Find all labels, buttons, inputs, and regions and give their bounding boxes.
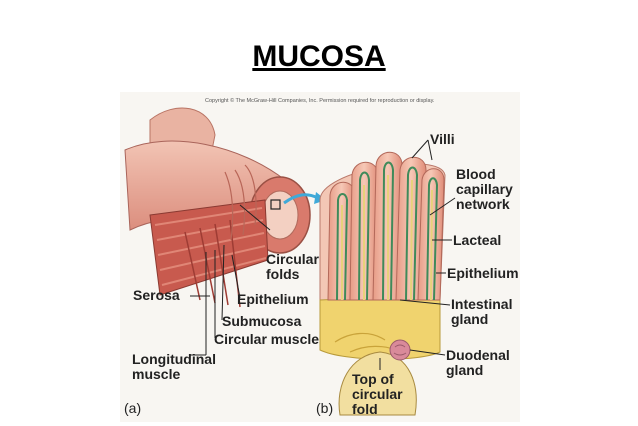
label-blood-capillary-network: Blood capillary network bbox=[456, 166, 513, 212]
label-serosa: Serosa bbox=[133, 287, 180, 303]
label-epithelium-a: Epithelium bbox=[237, 291, 309, 307]
villi-illustration bbox=[319, 151, 446, 416]
label-villi: Villi bbox=[430, 131, 455, 147]
panel-a-letter: (a) bbox=[124, 400, 142, 416]
label-submucosa: Submucosa bbox=[222, 313, 302, 329]
villus-shape bbox=[327, 181, 356, 301]
label-longitudinal-muscle: Longitudinal muscle bbox=[132, 351, 216, 382]
copyright-notice: Copyright © The McGraw-Hill Companies, I… bbox=[205, 98, 435, 104]
villus-shape bbox=[372, 151, 403, 301]
leader-lines bbox=[190, 139, 456, 370]
label-intestinal-gland: Intestinal gland bbox=[451, 296, 513, 327]
label-duodenal-gland: Duodenal gland bbox=[446, 347, 510, 378]
page-title: MUCOSA bbox=[252, 40, 386, 73]
label-circular-folds: Circular folds bbox=[266, 251, 319, 282]
panel-b-letter: (b) bbox=[316, 400, 334, 416]
label-epithelium-b: Epithelium bbox=[447, 265, 519, 281]
label-lacteal: Lacteal bbox=[453, 232, 502, 248]
villus-shape bbox=[395, 156, 427, 301]
label-top-of-circular-fold: Top of circular fold bbox=[352, 371, 403, 417]
villus-shape bbox=[417, 168, 445, 301]
label-circular-muscle: Circular muscle bbox=[214, 331, 320, 347]
villus-shape bbox=[349, 161, 379, 301]
